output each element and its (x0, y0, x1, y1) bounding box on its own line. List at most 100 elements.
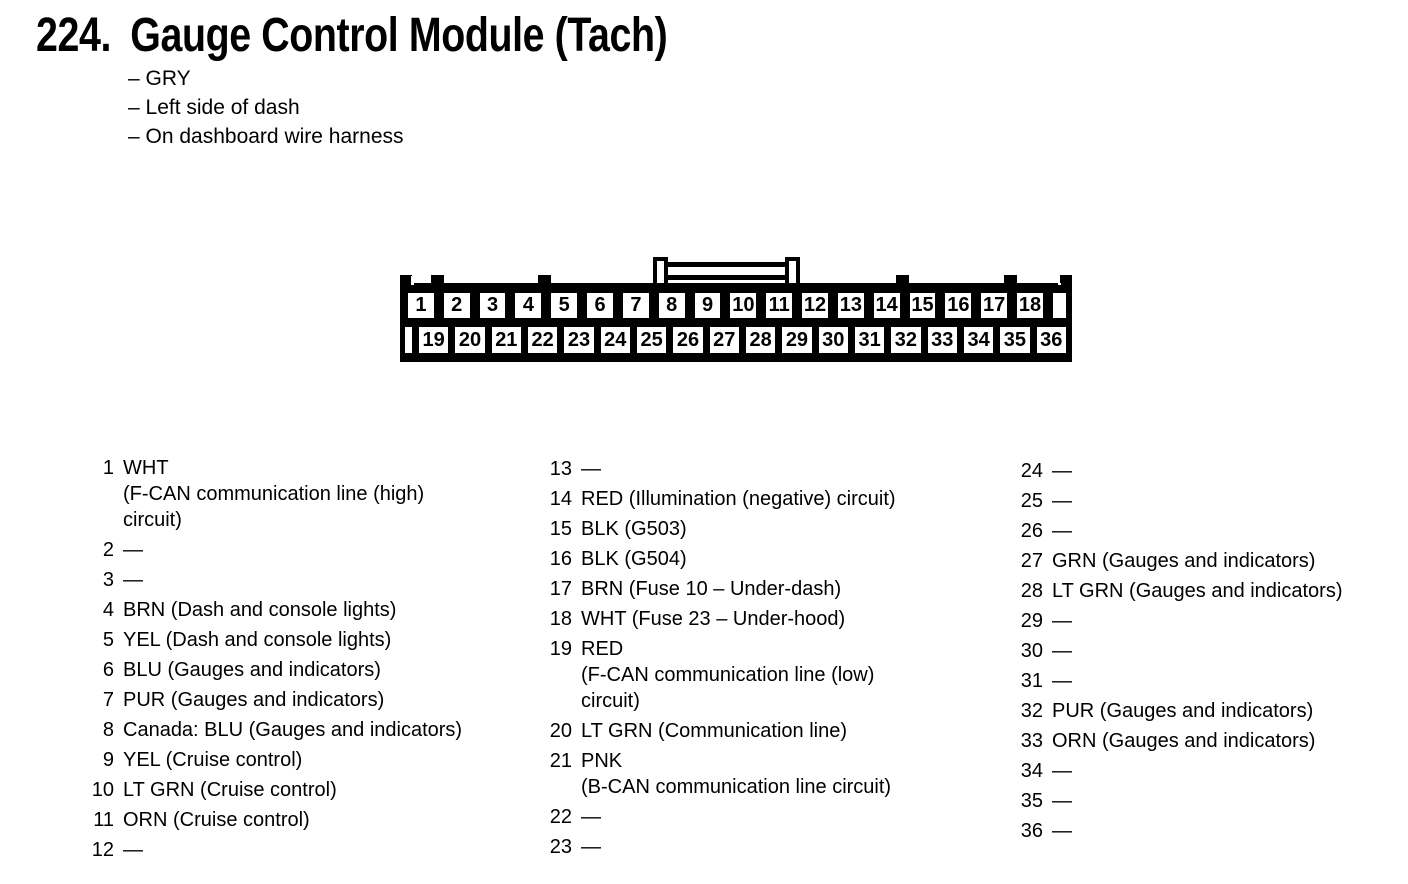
pin-cell-12: 12 (802, 293, 828, 318)
section-title: 224. Gauge Control Module (Tach) (36, 9, 668, 62)
pin-cell-29: 29 (782, 327, 812, 353)
pin-number: 14 (549, 488, 572, 510)
connector-latch-post-right (785, 257, 800, 287)
pin-cell-8: 8 (658, 293, 685, 318)
connector-notch (411, 276, 414, 285)
pin-cell-7: 7 (622, 293, 649, 318)
note-color: – GRY (128, 67, 191, 90)
pin-number: 35 (1020, 790, 1043, 812)
pin-number: 32 (1020, 700, 1043, 722)
pin-number: 3 (102, 569, 114, 591)
pin-cell-35: 35 (1000, 327, 1030, 353)
section-title-text: Gauge Control Module (Tach) (130, 9, 668, 62)
pin-description: BLU (Gauges and indicators) (123, 659, 381, 681)
pin-blank-cell (405, 327, 412, 353)
pin-description: WHT (F-CAN communication line (high) cir… (123, 457, 425, 531)
pin-number: 10 (91, 779, 114, 801)
pin-number: 22 (549, 806, 572, 828)
pin-description: Canada: BLU (Gauges and indicators) (123, 719, 463, 741)
pin-entry-31: 31 — (1010, 668, 1343, 694)
pin-cell-15: 15 (909, 293, 936, 318)
pin-entry-12: 12— (85, 837, 462, 863)
pin-number: 18 (549, 608, 572, 630)
pin-description: RED (F-CAN communication line (low) circ… (581, 638, 875, 712)
pin-number: 13 (549, 458, 572, 480)
pin-number: 33 (1020, 730, 1043, 752)
pin-description: ORN (Cruise control) (123, 809, 310, 831)
pin-cell-20: 20 (455, 327, 485, 353)
pin-cell-16: 16 (945, 293, 972, 318)
pin-cell-1: 1 (408, 293, 434, 318)
pin-number: 1 (102, 457, 114, 479)
pin-description: — (1052, 640, 1072, 662)
pin-cell-28: 28 (745, 327, 776, 353)
pin-entry-1: 1 WHT (F-CAN communication line (high) ci… (85, 455, 462, 533)
pin-number: 9 (102, 749, 114, 771)
pin-number: 7 (102, 689, 114, 711)
pin-cell-21: 21 (491, 327, 521, 353)
pin-cell-30: 30 (818, 327, 848, 353)
pin-number: 20 (549, 720, 572, 742)
pin-entry-26: 26— (1010, 518, 1343, 544)
pin-number: 29 (1020, 610, 1043, 632)
pin-cell-5: 5 (551, 293, 578, 318)
pin-description: — (123, 839, 143, 861)
pin-cell-33: 33 (927, 327, 957, 353)
pin-cell-34: 34 (963, 327, 994, 353)
pin-description: PUR (Gauges and indicators) (1052, 700, 1314, 722)
pin-description: — (1052, 670, 1072, 692)
pin-number: 11 (93, 809, 114, 831)
pin-entry-13: 13— (542, 456, 896, 482)
pin-cell-25: 25 (636, 327, 667, 353)
pin-number: 16 (549, 548, 572, 570)
pin-number: 27 (1020, 550, 1043, 572)
pin-number: 36 (1020, 820, 1043, 842)
pin-number: 17 (549, 578, 572, 600)
pin-entry-34: 34— (1010, 758, 1343, 784)
pin-number: 21 (549, 750, 572, 772)
pin-description: BRN (Dash and console lights) (123, 599, 397, 621)
pin-entry-2: 2— (85, 537, 462, 563)
pin-cell-32: 32 (891, 327, 921, 353)
pin-entry-17: 17 BRN (Fuse 10 – Under-dash) (542, 576, 896, 602)
connector-tab (1004, 275, 1017, 283)
pin-description: BRN (Fuse 10 – Under-dash) (581, 578, 842, 600)
pin-cell-18: 18 (1017, 293, 1043, 318)
pin-description: — (1052, 790, 1072, 812)
pin-entry-29: 29 — (1010, 608, 1343, 634)
pin-cell-11: 11 (766, 293, 793, 318)
pin-number: 26 (1020, 520, 1043, 542)
pin-entry-3: 3— (85, 567, 462, 593)
pin-cell-27: 27 (709, 327, 739, 353)
pin-number: 31 (1020, 670, 1043, 692)
pin-description: LT GRN (Gauges and indicators) (1052, 580, 1343, 602)
pin-description: — (123, 539, 143, 561)
pin-cell-6: 6 (587, 293, 613, 318)
pin-number: 30 (1020, 640, 1043, 662)
pin-entry-30: 30 — (1010, 638, 1343, 664)
connector-tab (896, 275, 909, 283)
pin-description: — (581, 806, 601, 828)
pin-entry-35: 35 — (1010, 788, 1343, 814)
pin-description: — (1052, 610, 1072, 632)
pin-description: — (1052, 460, 1072, 482)
pin-number: 2 (102, 539, 114, 561)
connector-notes: – GRY – Left side of dash – On dashboard… (128, 64, 404, 151)
pin-cell-9: 9 (694, 293, 721, 318)
pin-cell-23: 23 (564, 327, 594, 353)
pin-description: — (1052, 760, 1072, 782)
connector-tab (538, 275, 551, 283)
